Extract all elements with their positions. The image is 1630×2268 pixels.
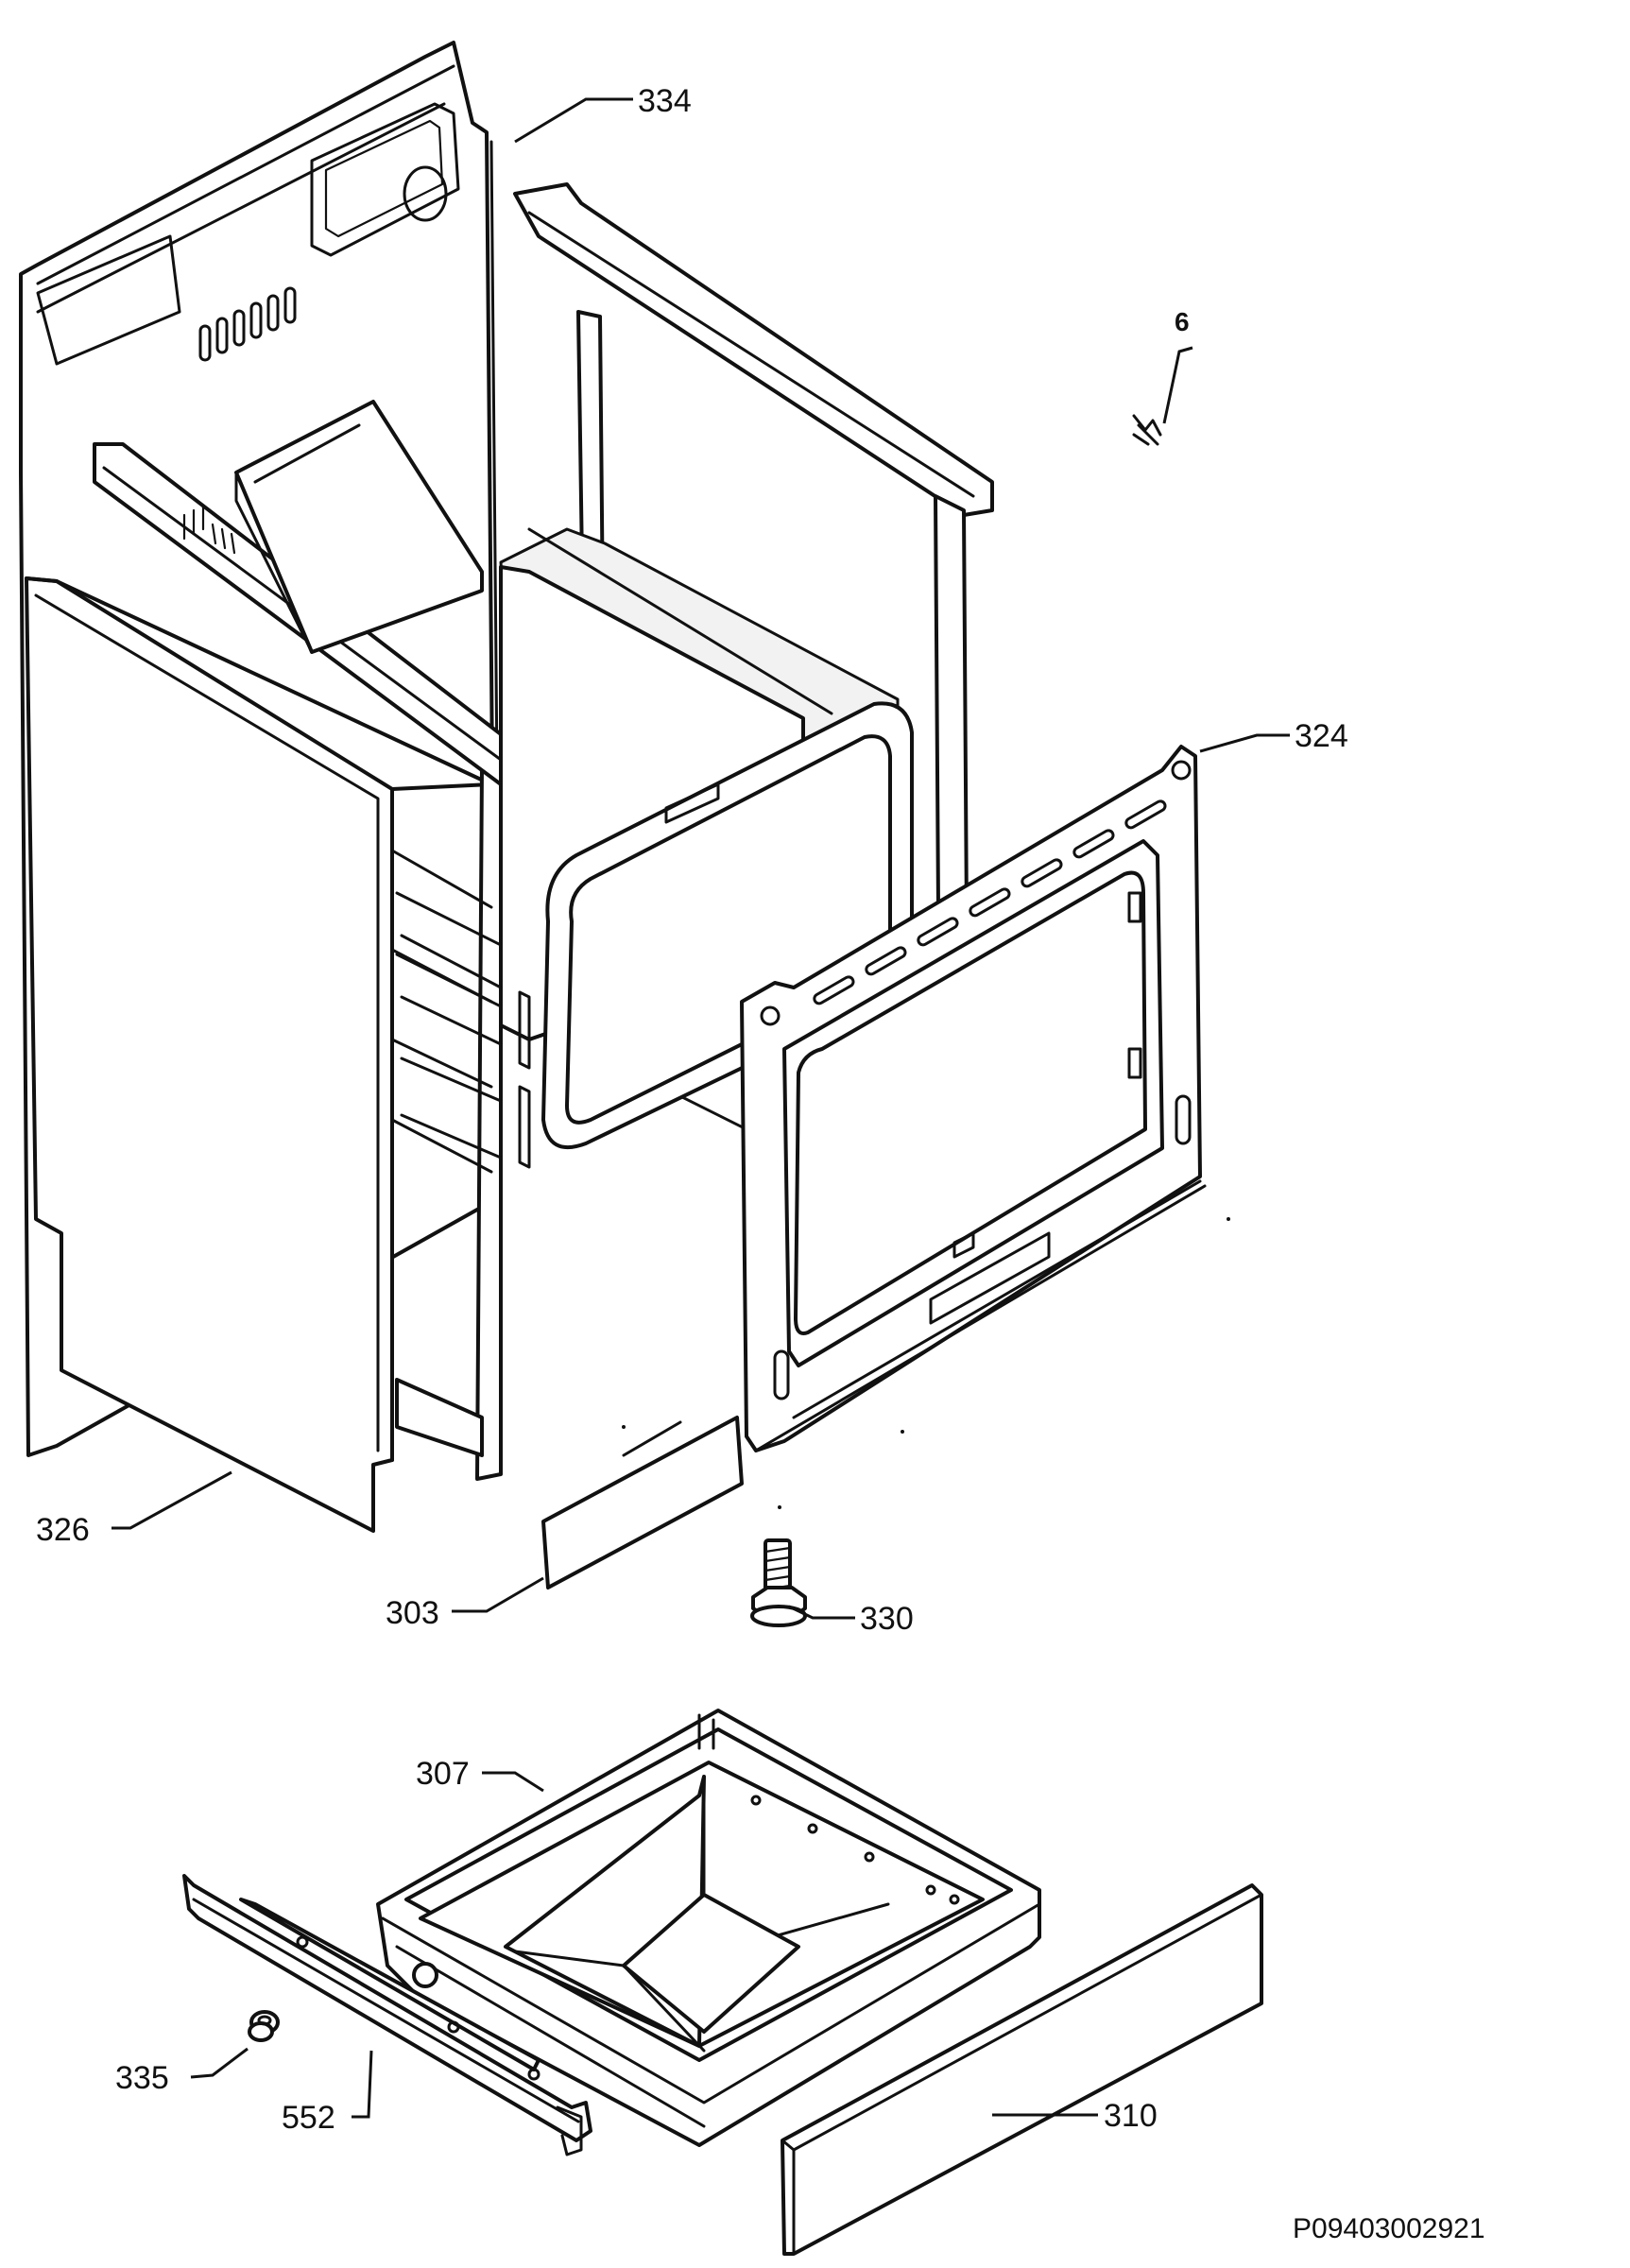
drawing-code: P09403002921 bbox=[1293, 2213, 1485, 2244]
oven-cavity bbox=[400, 527, 914, 1169]
label-303: 303 bbox=[386, 1595, 439, 1631]
label-307: 307 bbox=[416, 1756, 470, 1792]
seal-strip-303 bbox=[541, 1416, 744, 1589]
heat-deflector bbox=[182, 400, 484, 654]
label-330: 330 bbox=[860, 1601, 914, 1637]
part-labels: 334 6 324 326 303 330 307 335 552 310 P0… bbox=[36, 83, 1485, 2244]
front-frame-324 bbox=[740, 745, 1207, 1452]
label-334: 334 bbox=[638, 83, 692, 119]
label-310: 310 bbox=[1104, 2098, 1158, 2134]
clip-part-6 bbox=[1132, 414, 1162, 446]
fitting-335 bbox=[248, 2010, 280, 2042]
label-335: 335 bbox=[115, 2060, 169, 2096]
drawer-tray-307 bbox=[376, 1709, 1041, 2147]
reference-dots bbox=[622, 1217, 1230, 1509]
label-6: 6 bbox=[1175, 307, 1190, 336]
label-552: 552 bbox=[282, 2100, 335, 2136]
drawer-rail-552 bbox=[182, 1874, 592, 2156]
plinth-panel-310 bbox=[781, 1883, 1263, 2256]
leader-lines bbox=[112, 97, 1290, 2119]
label-324: 324 bbox=[1295, 718, 1348, 754]
screw-330 bbox=[750, 1538, 807, 1627]
label-326: 326 bbox=[36, 1512, 90, 1548]
